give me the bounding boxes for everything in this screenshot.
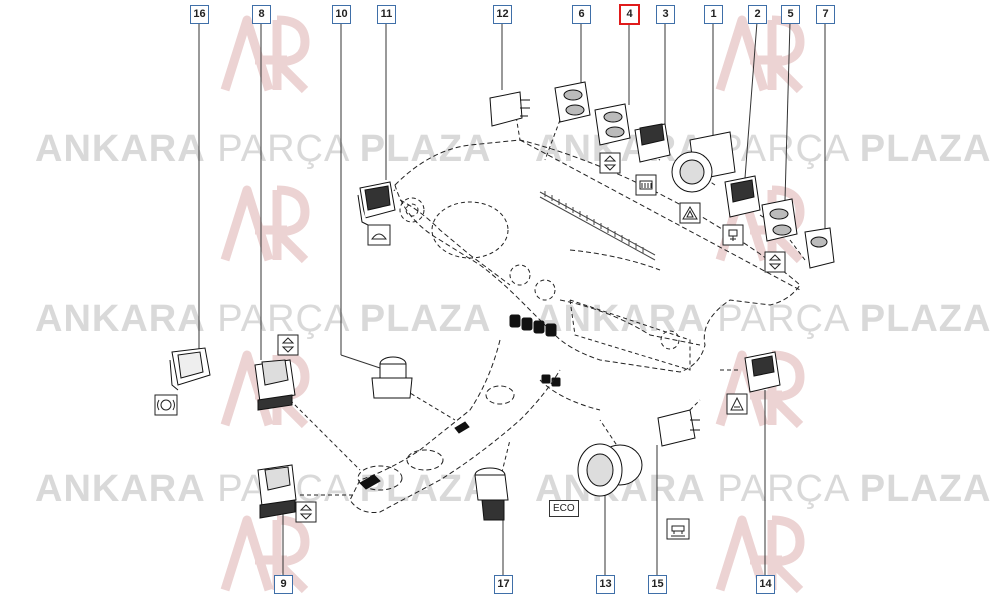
center-stack-switches [509,314,561,387]
switch-7 [804,227,835,269]
switch-17 [474,467,509,521]
switch-8 [254,359,296,411]
callout-13[interactable]: 13 [596,575,615,594]
switch-14 [744,351,781,393]
rear-defrost-icon [635,174,657,196]
switch-15 [657,409,700,447]
watermark-logo [220,15,310,94]
callout-16[interactable]: 16 [190,5,209,24]
callout-leaders [198,21,826,575]
knob-13 [577,443,643,497]
hazard-icon [679,202,701,224]
dashboard-light-icon [367,224,391,246]
callout-8[interactable]: 8 [252,5,271,24]
instrument-cluster [399,197,556,301]
switch-1 [671,131,736,193]
switch-12 [489,91,530,127]
traction-control-icon [726,393,748,415]
switch-9 [257,464,297,519]
switch-16 [169,347,211,391]
center-console [349,339,601,513]
callout-4[interactable]: 4 [619,4,640,25]
arrows-up-down-icon [764,251,786,273]
eco-label: ECO [549,500,579,517]
watermark-logo [715,350,805,429]
watermark-logo [220,185,310,264]
watermark-logo [715,15,805,94]
switch-5 [761,198,798,242]
switch-11 [357,181,396,226]
console-switch-slots [359,421,470,490]
defrost-grille [539,191,656,261]
switch-2 [724,175,761,218]
callout-6[interactable]: 6 [572,5,591,24]
callout-10[interactable]: 10 [332,5,351,24]
callout-1[interactable]: 1 [704,5,723,24]
callout-15[interactable]: 15 [648,575,667,594]
dashboard-outline [394,139,801,373]
headlight-level-icon [722,224,744,246]
callout-3[interactable]: 3 [656,5,675,24]
switch-3 [634,123,671,163]
callout-11[interactable]: 11 [377,5,396,24]
watermark-logo [220,515,310,594]
arrows-up-down-icon [295,501,317,523]
callout-7[interactable]: 7 [816,5,835,24]
arrows-up-down-icon [277,334,299,356]
callout-2[interactable]: 2 [748,5,767,24]
callout-5[interactable]: 5 [781,5,800,24]
knob-10 [371,356,413,399]
descent-control-icon [666,518,690,540]
callout-17[interactable]: 17 [494,575,513,594]
watermark-logo [715,515,805,594]
parking-brake-icon [154,394,178,416]
glovebox [569,299,691,371]
callout-12[interactable]: 12 [493,5,512,24]
callout-14[interactable]: 14 [756,575,775,594]
arrows-up-down-icon [599,152,621,174]
callout-9[interactable]: 9 [274,575,293,594]
switch-4 [594,103,631,146]
switch-6 [554,81,591,123]
